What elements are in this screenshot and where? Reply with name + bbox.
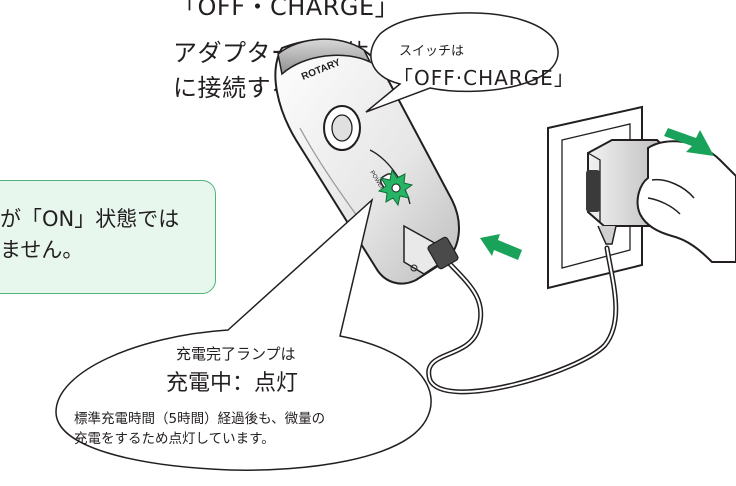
arrow-to-outlet-icon (664, 128, 714, 156)
note-line-1: が「ON」状態では (0, 207, 180, 231)
bubble-lamp-line-4: 充電をするため点灯しています。 (74, 431, 275, 447)
bubble-lamp-line-2: 充電中：点灯 (166, 371, 299, 396)
instruction-line-1: 「OFF・CHARGE」 (173, 0, 400, 21)
bubble-switch (365, 12, 559, 113)
bubble-lamp-line-3: 標準充電時間（5時間）経過後も、微量の (74, 411, 326, 427)
note-box (0, 180, 216, 294)
bubble-switch-line-2: 「OFF·CHARGE」 (393, 66, 575, 90)
bubble-lamp-line-1: 充電完了ランプは (176, 345, 296, 363)
note-line-2: ません。 (0, 238, 84, 262)
bubble-switch-line-1: スイッチは (399, 44, 465, 59)
arrow-to-shaver-icon (480, 234, 522, 260)
bubble-lamp (55, 197, 432, 471)
shaver (274, 38, 460, 285)
hand (636, 140, 736, 263)
